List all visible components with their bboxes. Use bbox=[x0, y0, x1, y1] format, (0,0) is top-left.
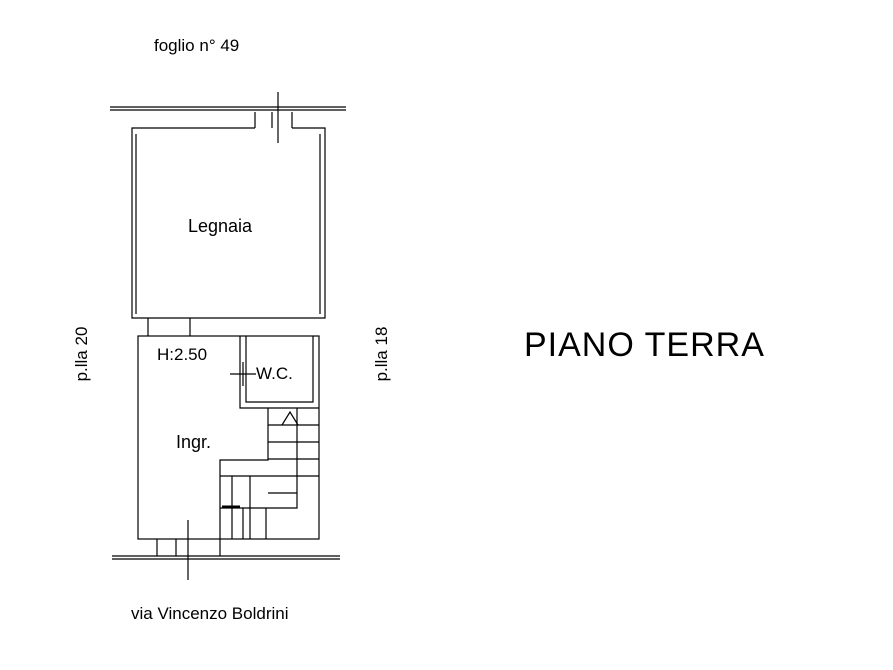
sheet-label: foglio n° 49 bbox=[154, 36, 240, 55]
stair-outline-inner bbox=[242, 408, 298, 539]
wc-wall bbox=[239, 336, 319, 409]
room-label-wc: W.C. bbox=[256, 364, 293, 383]
room-label-legnaia: Legnaia bbox=[188, 216, 253, 236]
legnaia-room-outline bbox=[131, 127, 326, 319]
room-label-entrance: Ingr. bbox=[176, 432, 212, 452]
parcel-label-left: p.lla 20 bbox=[72, 326, 91, 382]
street-label: via Vincenzo Boldrini bbox=[131, 604, 289, 623]
wc-wall-inner bbox=[245, 336, 314, 403]
parcel-label-right: p.lla 18 bbox=[372, 326, 391, 382]
stair-outline-outer bbox=[219, 408, 269, 539]
room-height-label: H:2.50 bbox=[157, 345, 208, 364]
ground-floor-outline bbox=[137, 335, 320, 540]
stair-arrow bbox=[281, 410, 299, 426]
floor-title: PIANO TERRA bbox=[524, 326, 765, 364]
